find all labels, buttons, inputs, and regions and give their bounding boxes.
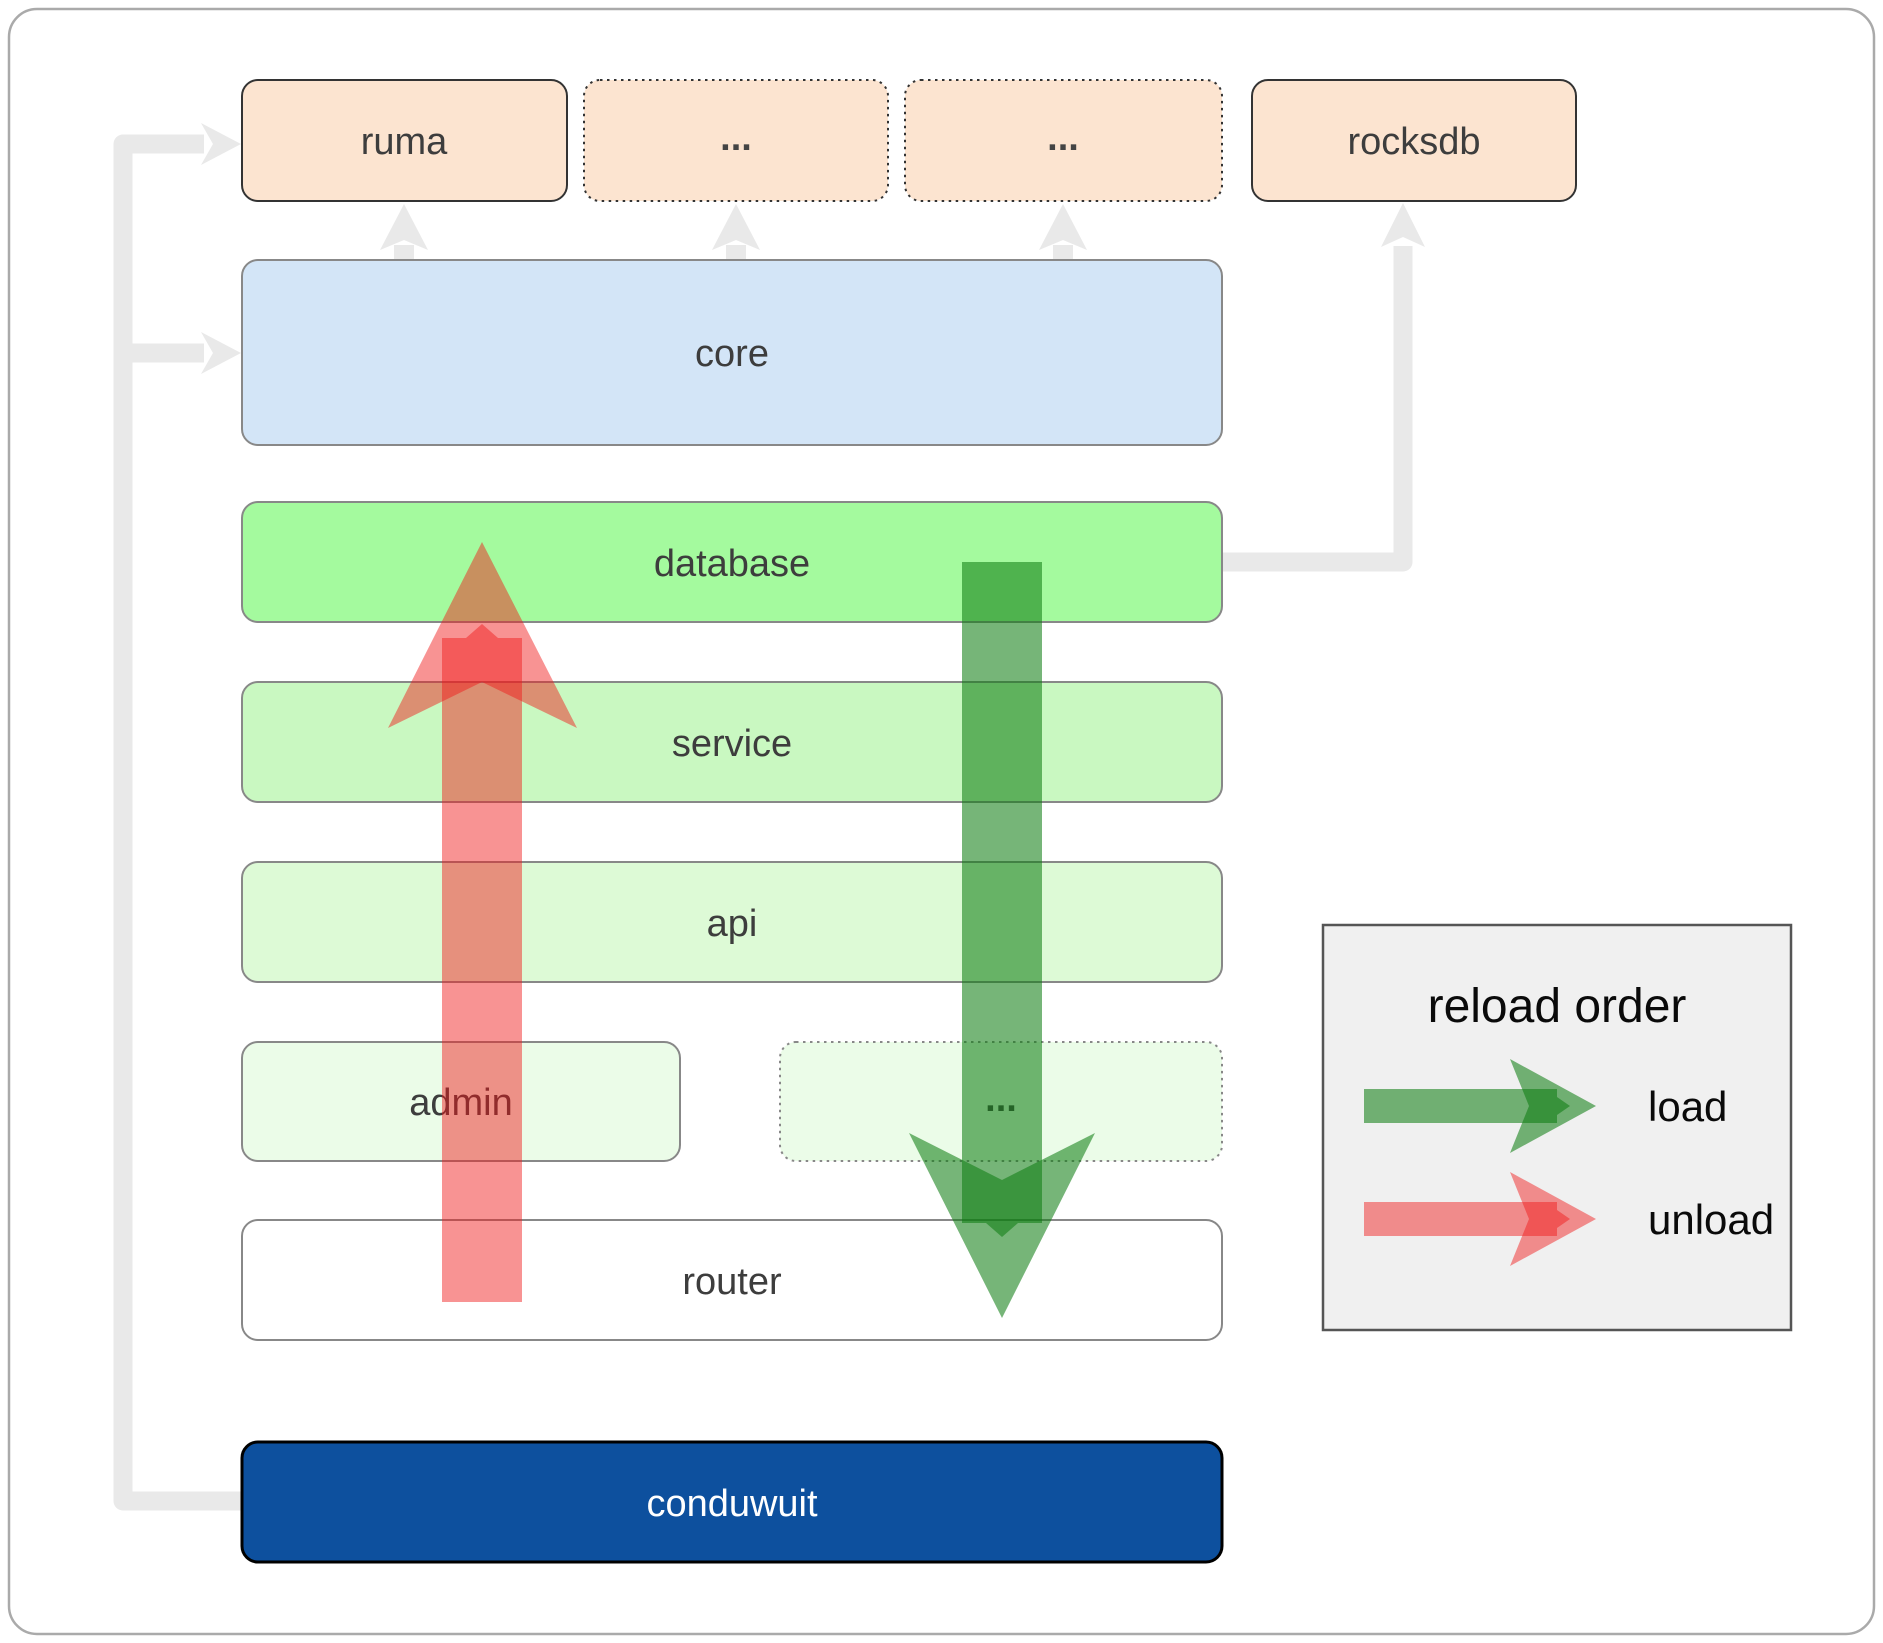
box-conduwuit [240,1440,1224,1564]
router-label: router [682,1261,782,1303]
conduwuit-label: conduwuit [646,1483,818,1525]
unload-arrow-head-icon [388,542,577,728]
arrowhead-into-ruma-icon [201,123,241,165]
up-arrow-shaft [394,245,414,261]
box-labels: ruma ... ... rocksdb core database servi… [361,117,1481,1525]
arrowhead-into-core-icon [201,332,241,374]
core-label: core [695,333,769,375]
api-label: api [707,903,758,945]
crates-more-1-label: ... [720,117,752,159]
legend-unload-marker-icon [1557,1210,1570,1228]
up-arrow-shaft [1053,245,1073,261]
database-label: database [654,543,810,585]
up-arrow-shaft [726,245,746,261]
legend-box [1321,923,1793,1332]
connector-conduwuit-to-ruma [113,134,242,1511]
rocksdb-label: rocksdb [1347,121,1480,163]
legend-title: reload order [1428,980,1687,1033]
legend: reload order load unload [1321,923,1793,1332]
box-admin [241,1041,681,1162]
admin-label: admin [409,1082,513,1124]
legend-load-arrow-icon [1364,1059,1596,1153]
box-crates-more-2 [904,79,1223,202]
legend-unload-label: unload [1648,1196,1774,1243]
connector-database-to-rocksdb [1222,246,1413,572]
box-ruma [241,79,568,202]
unload-arrow [388,542,577,1302]
box-crates-more-1 [583,79,889,202]
unload-arrow-shaft [442,638,522,1302]
up-arrow-head-icon [712,204,760,250]
gray-connectors [113,123,1425,1511]
legend-unload-shaft [1364,1202,1557,1236]
load-arrow-head-icon [909,1133,1095,1318]
box-core [241,259,1223,446]
load-arrow [909,562,1095,1318]
load-arrow-shaft [962,562,1042,1223]
unload-arrow-marker-icon [466,624,498,638]
diagram-frame [7,7,1876,1636]
crates-more-2-label: ... [1047,117,1079,159]
ruma-label: ruma [361,121,448,163]
legend-unload-head-icon [1510,1172,1596,1266]
legend-load-label: load [1648,1083,1727,1130]
box-rocksdb [1251,79,1577,202]
core-to-top-arrows [380,204,1087,261]
service-label: service [672,723,792,765]
up-arrow-head-icon [380,204,428,250]
arrowhead-into-rocksdb-icon [1381,203,1425,247]
up-arrow-head-icon [1039,204,1087,250]
legend-load-head-icon [1510,1059,1596,1153]
legend-unload-arrow-icon [1364,1172,1596,1266]
